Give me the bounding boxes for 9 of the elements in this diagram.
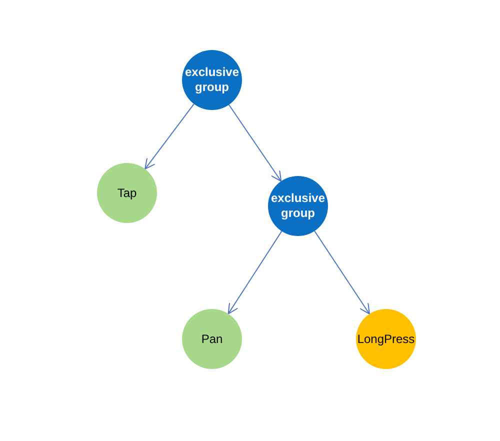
arrow — [228, 230, 282, 314]
node-label: LongPress — [356, 332, 416, 346]
node-label: Pan — [200, 332, 224, 346]
arrow — [228, 104, 282, 182]
arrow — [314, 230, 370, 314]
arrow — [144, 103, 194, 170]
node-label: exclusive group — [270, 191, 326, 221]
node-label: exclusive group — [184, 65, 240, 95]
node-label: Tap — [116, 186, 138, 200]
